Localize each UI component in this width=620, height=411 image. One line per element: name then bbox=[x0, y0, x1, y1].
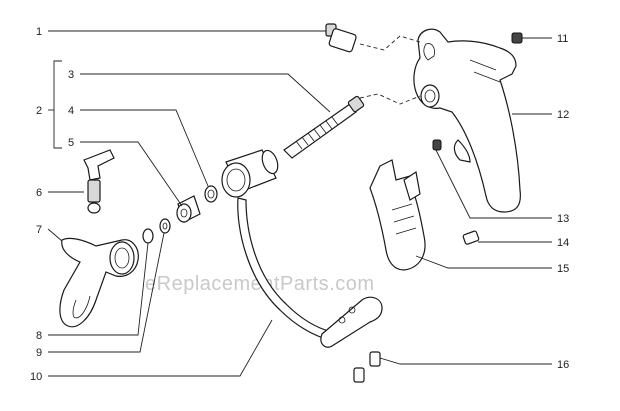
gun-body-part-12 bbox=[413, 28, 521, 213]
callout-9: 9 bbox=[36, 347, 42, 359]
valve-stem-part-3 bbox=[283, 95, 365, 159]
callout-1: 1 bbox=[36, 26, 42, 38]
callout-11: 11 bbox=[557, 33, 568, 45]
callout-2: 2 bbox=[36, 105, 42, 117]
callout-14: 14 bbox=[557, 237, 569, 249]
screws-part-16 bbox=[353, 351, 381, 383]
callout-16: 16 bbox=[557, 359, 569, 371]
callout-labels: 1 2 3 4 5 6 7 8 9 10 11 12 13 14 15 16 bbox=[30, 26, 569, 383]
spray-tip-part-6 bbox=[83, 149, 115, 214]
fluid-fitting-hose-part-10 bbox=[221, 149, 383, 348]
screw-part-11 bbox=[511, 32, 523, 44]
callout-8: 8 bbox=[36, 330, 42, 342]
callout-6: 6 bbox=[36, 187, 42, 199]
callout-12: 12 bbox=[557, 109, 569, 121]
leader-lines bbox=[47, 30, 552, 377]
tip-guard-part-7 bbox=[59, 237, 139, 328]
screw-part-14 bbox=[462, 230, 480, 245]
pin-part-1 bbox=[325, 23, 357, 53]
callout-4: 4 bbox=[68, 105, 74, 117]
callout-7: 7 bbox=[36, 224, 42, 236]
set-screw-part-13 bbox=[432, 139, 442, 151]
gasket-part-8 bbox=[142, 228, 154, 244]
seal-part-4 bbox=[204, 185, 218, 203]
seat-housing-part-5 bbox=[176, 195, 201, 223]
callout-13: 13 bbox=[557, 213, 569, 225]
callout-15: 15 bbox=[557, 263, 569, 275]
trigger-part-15 bbox=[369, 159, 426, 271]
callout-3: 3 bbox=[68, 69, 74, 81]
callout-5: 5 bbox=[68, 137, 74, 149]
seal-part-9 bbox=[159, 218, 171, 234]
callout-10: 10 bbox=[30, 371, 42, 383]
